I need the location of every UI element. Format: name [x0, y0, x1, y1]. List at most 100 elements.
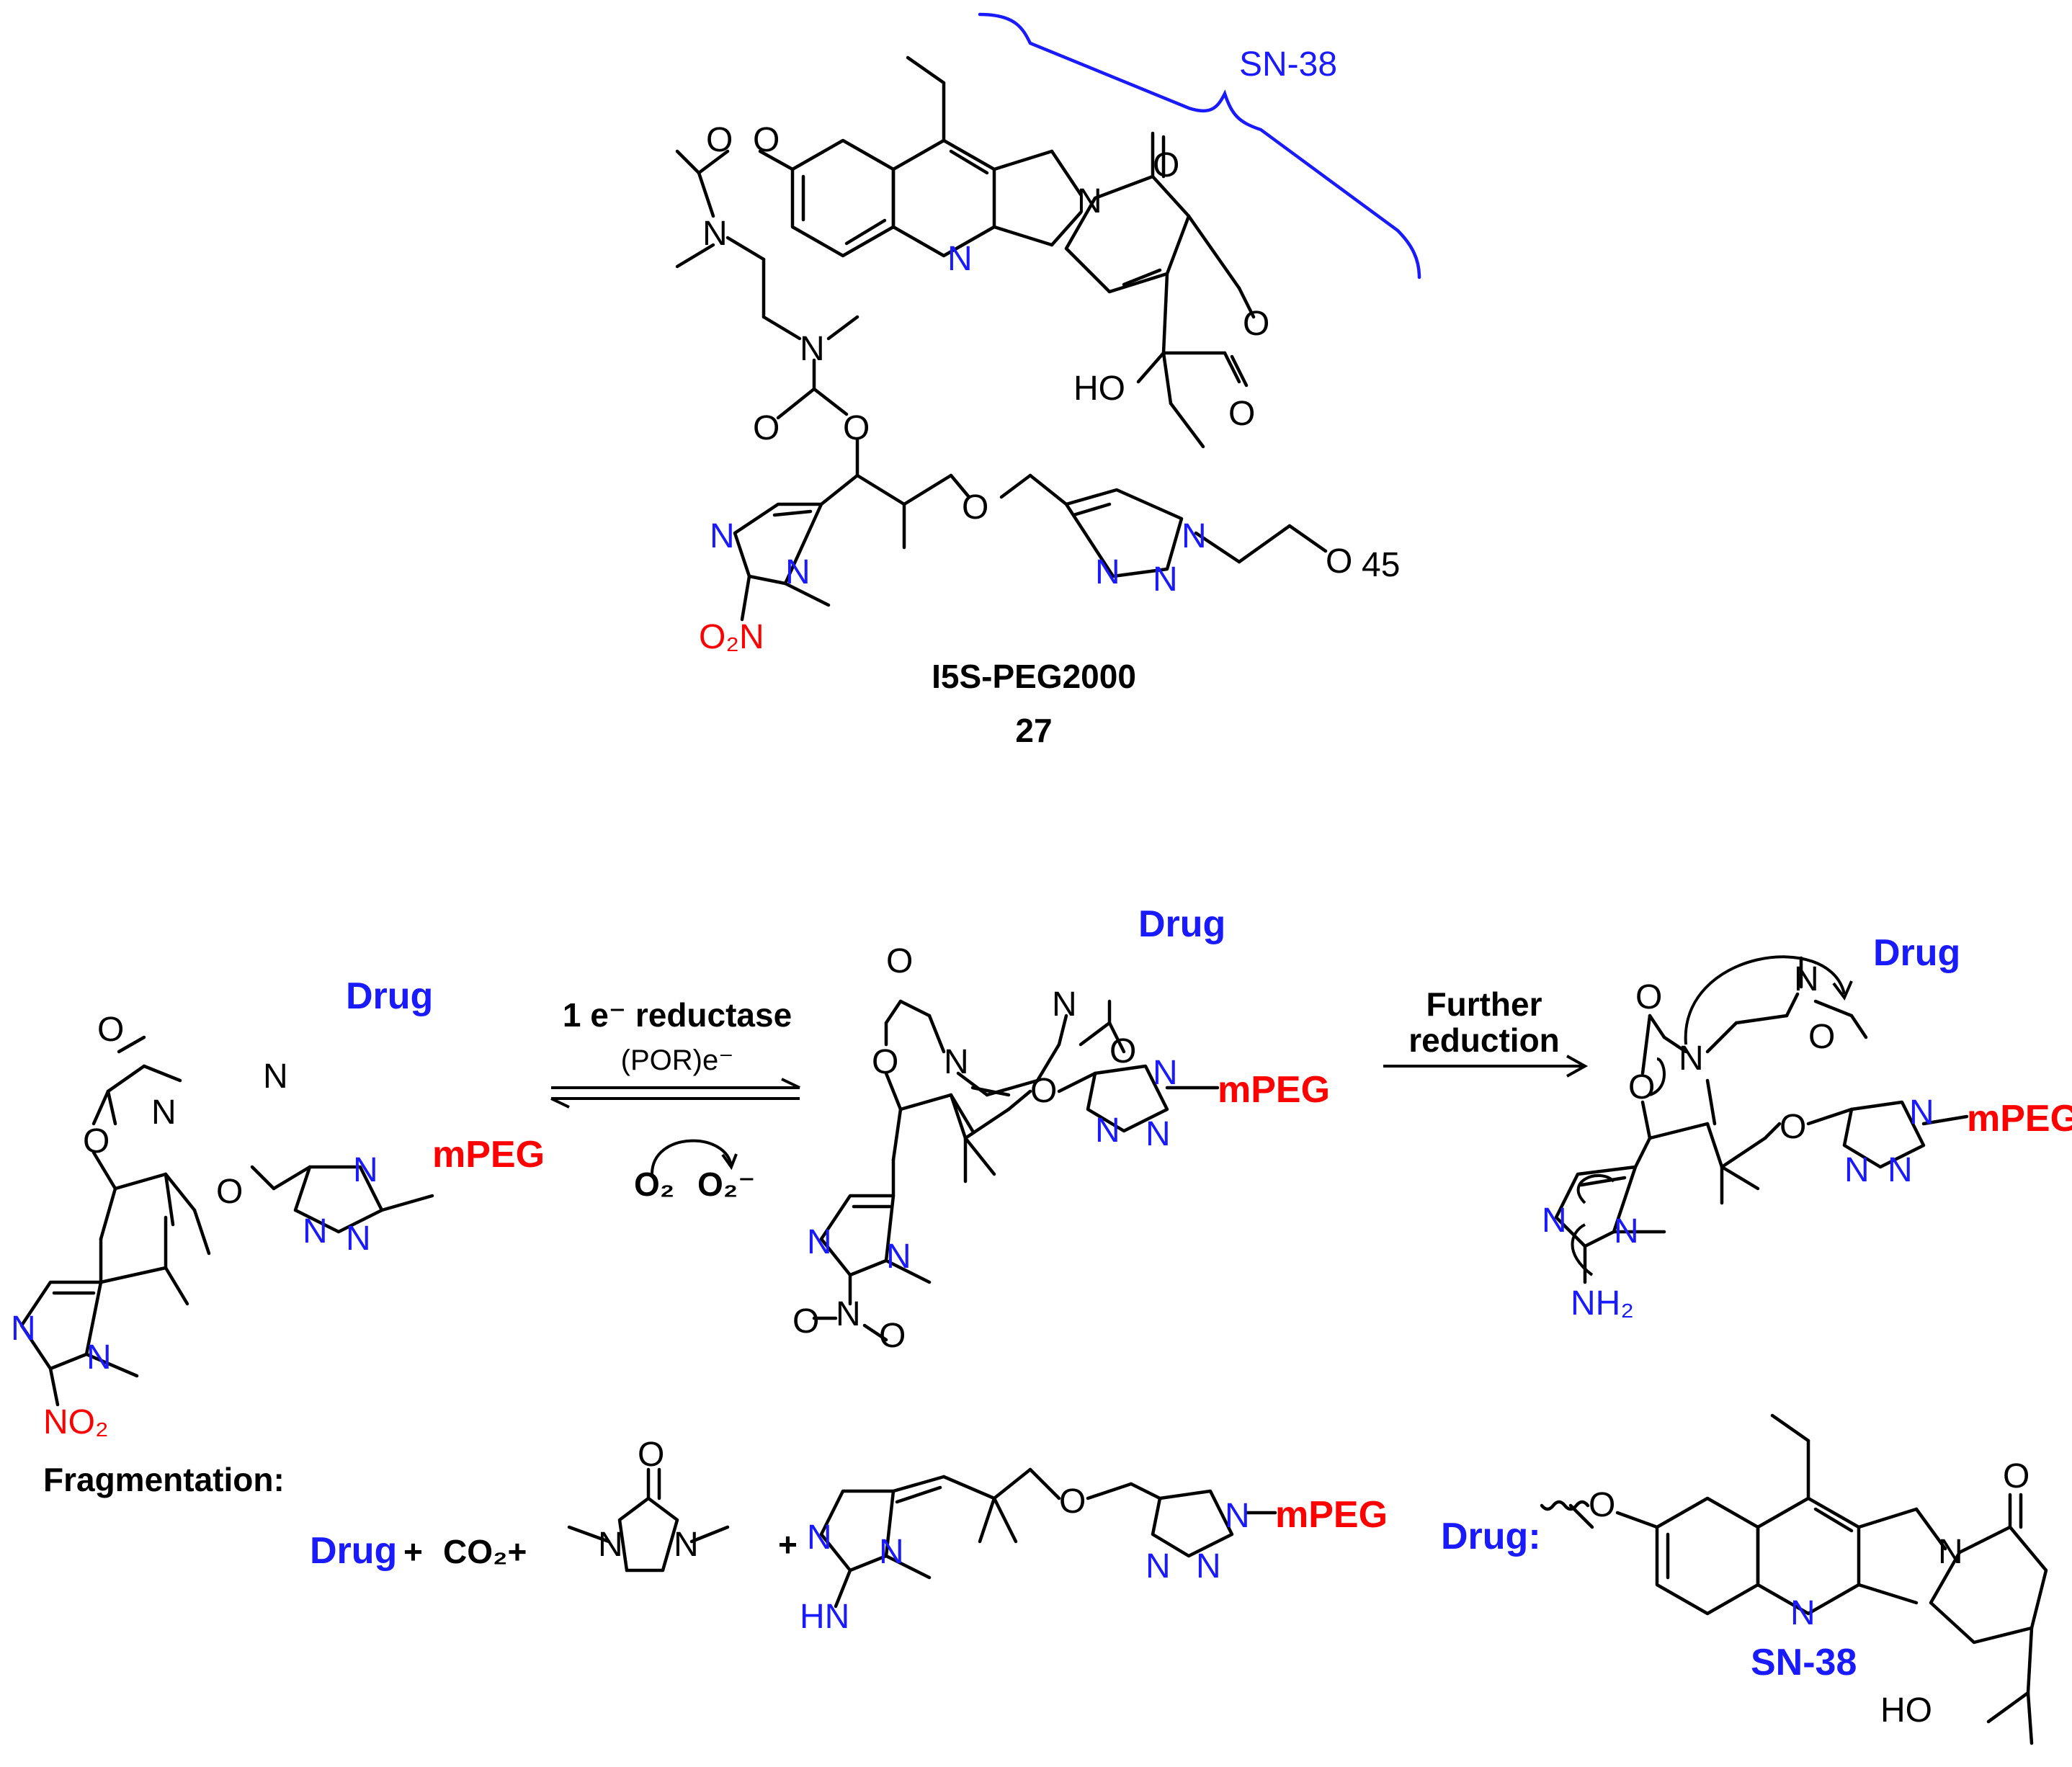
atom-n: N — [1938, 1533, 1963, 1571]
atom-no2: NO₂ — [43, 1403, 109, 1441]
atom-n: N — [1679, 1039, 1704, 1078]
atom-n: N — [944, 1043, 969, 1081]
fragment-co2: CO₂+ — [443, 1533, 527, 1570]
atom-nh2: NH₂ — [1571, 1284, 1634, 1323]
atom-o-carbamate2-ester: O — [843, 409, 870, 447]
atom-n: N — [11, 1310, 36, 1348]
atom-o-ether: O — [962, 488, 988, 527]
step1-line2: (POR)e⁻ — [621, 1044, 734, 1076]
atom-o-lactone: O — [1243, 305, 1269, 343]
sn38-label: SN-38 — [1751, 1642, 1857, 1683]
atom-n: N — [598, 1526, 623, 1564]
atom-n: N — [346, 1220, 371, 1258]
atom-n: N — [674, 1526, 699, 1564]
atom-o: O — [1635, 978, 1662, 1016]
atom-o: O — [1030, 1072, 1057, 1110]
atom-o: O — [2003, 1457, 2029, 1495]
sn38-bracket — [978, 12, 1421, 279]
step1-line1: 1 e⁻ reductase — [563, 996, 792, 1034]
atom-o-minus: O — [792, 1302, 819, 1341]
atom-o: O — [1808, 1018, 1835, 1056]
atom-n-triazole3: N — [1153, 560, 1178, 599]
peg-repeat-count: 45 — [1362, 546, 1400, 584]
atom-n-imidazole2: N — [785, 553, 811, 591]
atom-o: O — [886, 942, 913, 980]
atom-n: N — [1146, 1115, 1171, 1153]
atom-o: O — [83, 1122, 110, 1160]
atom-n: N — [1888, 1151, 1913, 1189]
atom-n: N — [807, 1223, 832, 1261]
atom-n-triazole2: N — [1095, 553, 1120, 591]
atom-n-carbamate1: N — [702, 215, 728, 253]
o2-radical-label: O₂⁻ — [697, 1166, 756, 1203]
compound-name: I5S-PEG2000 — [932, 658, 1136, 695]
atom-o: O — [638, 1436, 664, 1474]
step2-line1: Further — [1426, 985, 1542, 1023]
sn38-structure: O N N O HO SN-38 — [1540, 1413, 2048, 1745]
atom-n: N — [1844, 1151, 1870, 1189]
atom-o: O — [879, 1317, 906, 1355]
prodrug-atoms: O O N N O N N NO₂ N N N Drug mPEG — [11, 975, 545, 1441]
atom-o-carbonyl: O — [706, 121, 733, 159]
drug-definition-label: Drug: — [1441, 1516, 1541, 1557]
prodrug-structure — [19, 1035, 434, 1407]
amine-structure — [1554, 955, 1969, 1284]
atom-n: N — [807, 1518, 832, 1557]
atom-n: N — [879, 1533, 904, 1571]
atom-n: N — [1225, 1497, 1250, 1535]
atom-o2n: O₂N — [699, 618, 764, 656]
imidazolidinone-structure: O N N — [567, 1436, 730, 1573]
atom-n: N — [86, 1338, 112, 1377]
radical-anion-structure — [812, 999, 1220, 1342]
amine-atoms: O O N N O O N N NH₂ N N N Drug mPEG — [1542, 932, 2072, 1323]
atom-o: O — [1628, 1068, 1655, 1106]
atom-hn: HN — [800, 1598, 849, 1636]
compound-number: 27 — [1015, 712, 1052, 749]
fragment-mpeg: mPEG — [1275, 1494, 1388, 1536]
atom-n: N — [1153, 1054, 1178, 1092]
atom-n-carbamate2: N — [800, 330, 825, 368]
atom-ho: HO — [1073, 370, 1125, 408]
atom-n-pyridone: N — [1077, 182, 1102, 220]
atom-n-imidazole1: N — [710, 517, 735, 555]
atom-o: O — [1779, 1108, 1806, 1146]
atom-n: N — [263, 1057, 288, 1096]
atom-o-pyridone: O — [1153, 146, 1179, 184]
atom-o: O — [1059, 1482, 1086, 1521]
compound-27-atoms: O O N N N O O O HO N O O O N N O₂N N N N… — [699, 121, 1400, 656]
atom-o-lactone-carbonyl: O — [1228, 395, 1255, 433]
atom-n: N — [1909, 1093, 1934, 1132]
atom-n-nitro: N — [836, 1295, 861, 1333]
mpeg-label-3: mPEG — [1967, 1098, 2072, 1140]
equilibrium-arrow — [550, 1078, 800, 1175]
atom-n: N — [1614, 1212, 1639, 1251]
radical-anion-atoms: O O N N O O N N N O O N N N Drug mPEG — [792, 903, 1330, 1355]
atom-o: O — [97, 1011, 124, 1049]
drug-label: Drug — [346, 975, 433, 1017]
atom-n-quinoline: N — [947, 240, 973, 278]
atom-o: O — [216, 1173, 243, 1211]
atom-o: O — [1589, 1486, 1615, 1524]
atom-ho: HO — [1880, 1691, 1932, 1730]
fragment-drug: Drug — [310, 1530, 397, 1572]
o2-label: O₂ — [634, 1166, 674, 1203]
compound-27-structure: SN-38 — [675, 12, 1421, 622]
atom-n: N — [886, 1238, 911, 1276]
fragment-plus-1: + — [403, 1533, 423, 1570]
atom-o-ester: O — [753, 121, 780, 159]
step2-line2: reduction — [1408, 1021, 1560, 1059]
atom-o: O — [872, 1043, 898, 1081]
drug-label-3: Drug — [1873, 932, 1960, 974]
atom-n: N — [303, 1212, 328, 1251]
mpeg-label-2: mPEG — [1218, 1069, 1330, 1111]
atom-n: N — [151, 1093, 177, 1132]
drug-label-2: Drug — [1138, 903, 1225, 945]
atom-o: O — [1109, 1032, 1136, 1070]
atom-n: N — [1196, 1547, 1221, 1585]
mpeg-label: mPEG — [432, 1134, 545, 1176]
atom-n: N — [1542, 1202, 1567, 1240]
atom-n: N — [353, 1151, 378, 1189]
methylene-fragment-structure: N N HN O N N N mPEG — [800, 1467, 1388, 1636]
further-reduction-arrow — [1383, 1055, 1589, 1078]
